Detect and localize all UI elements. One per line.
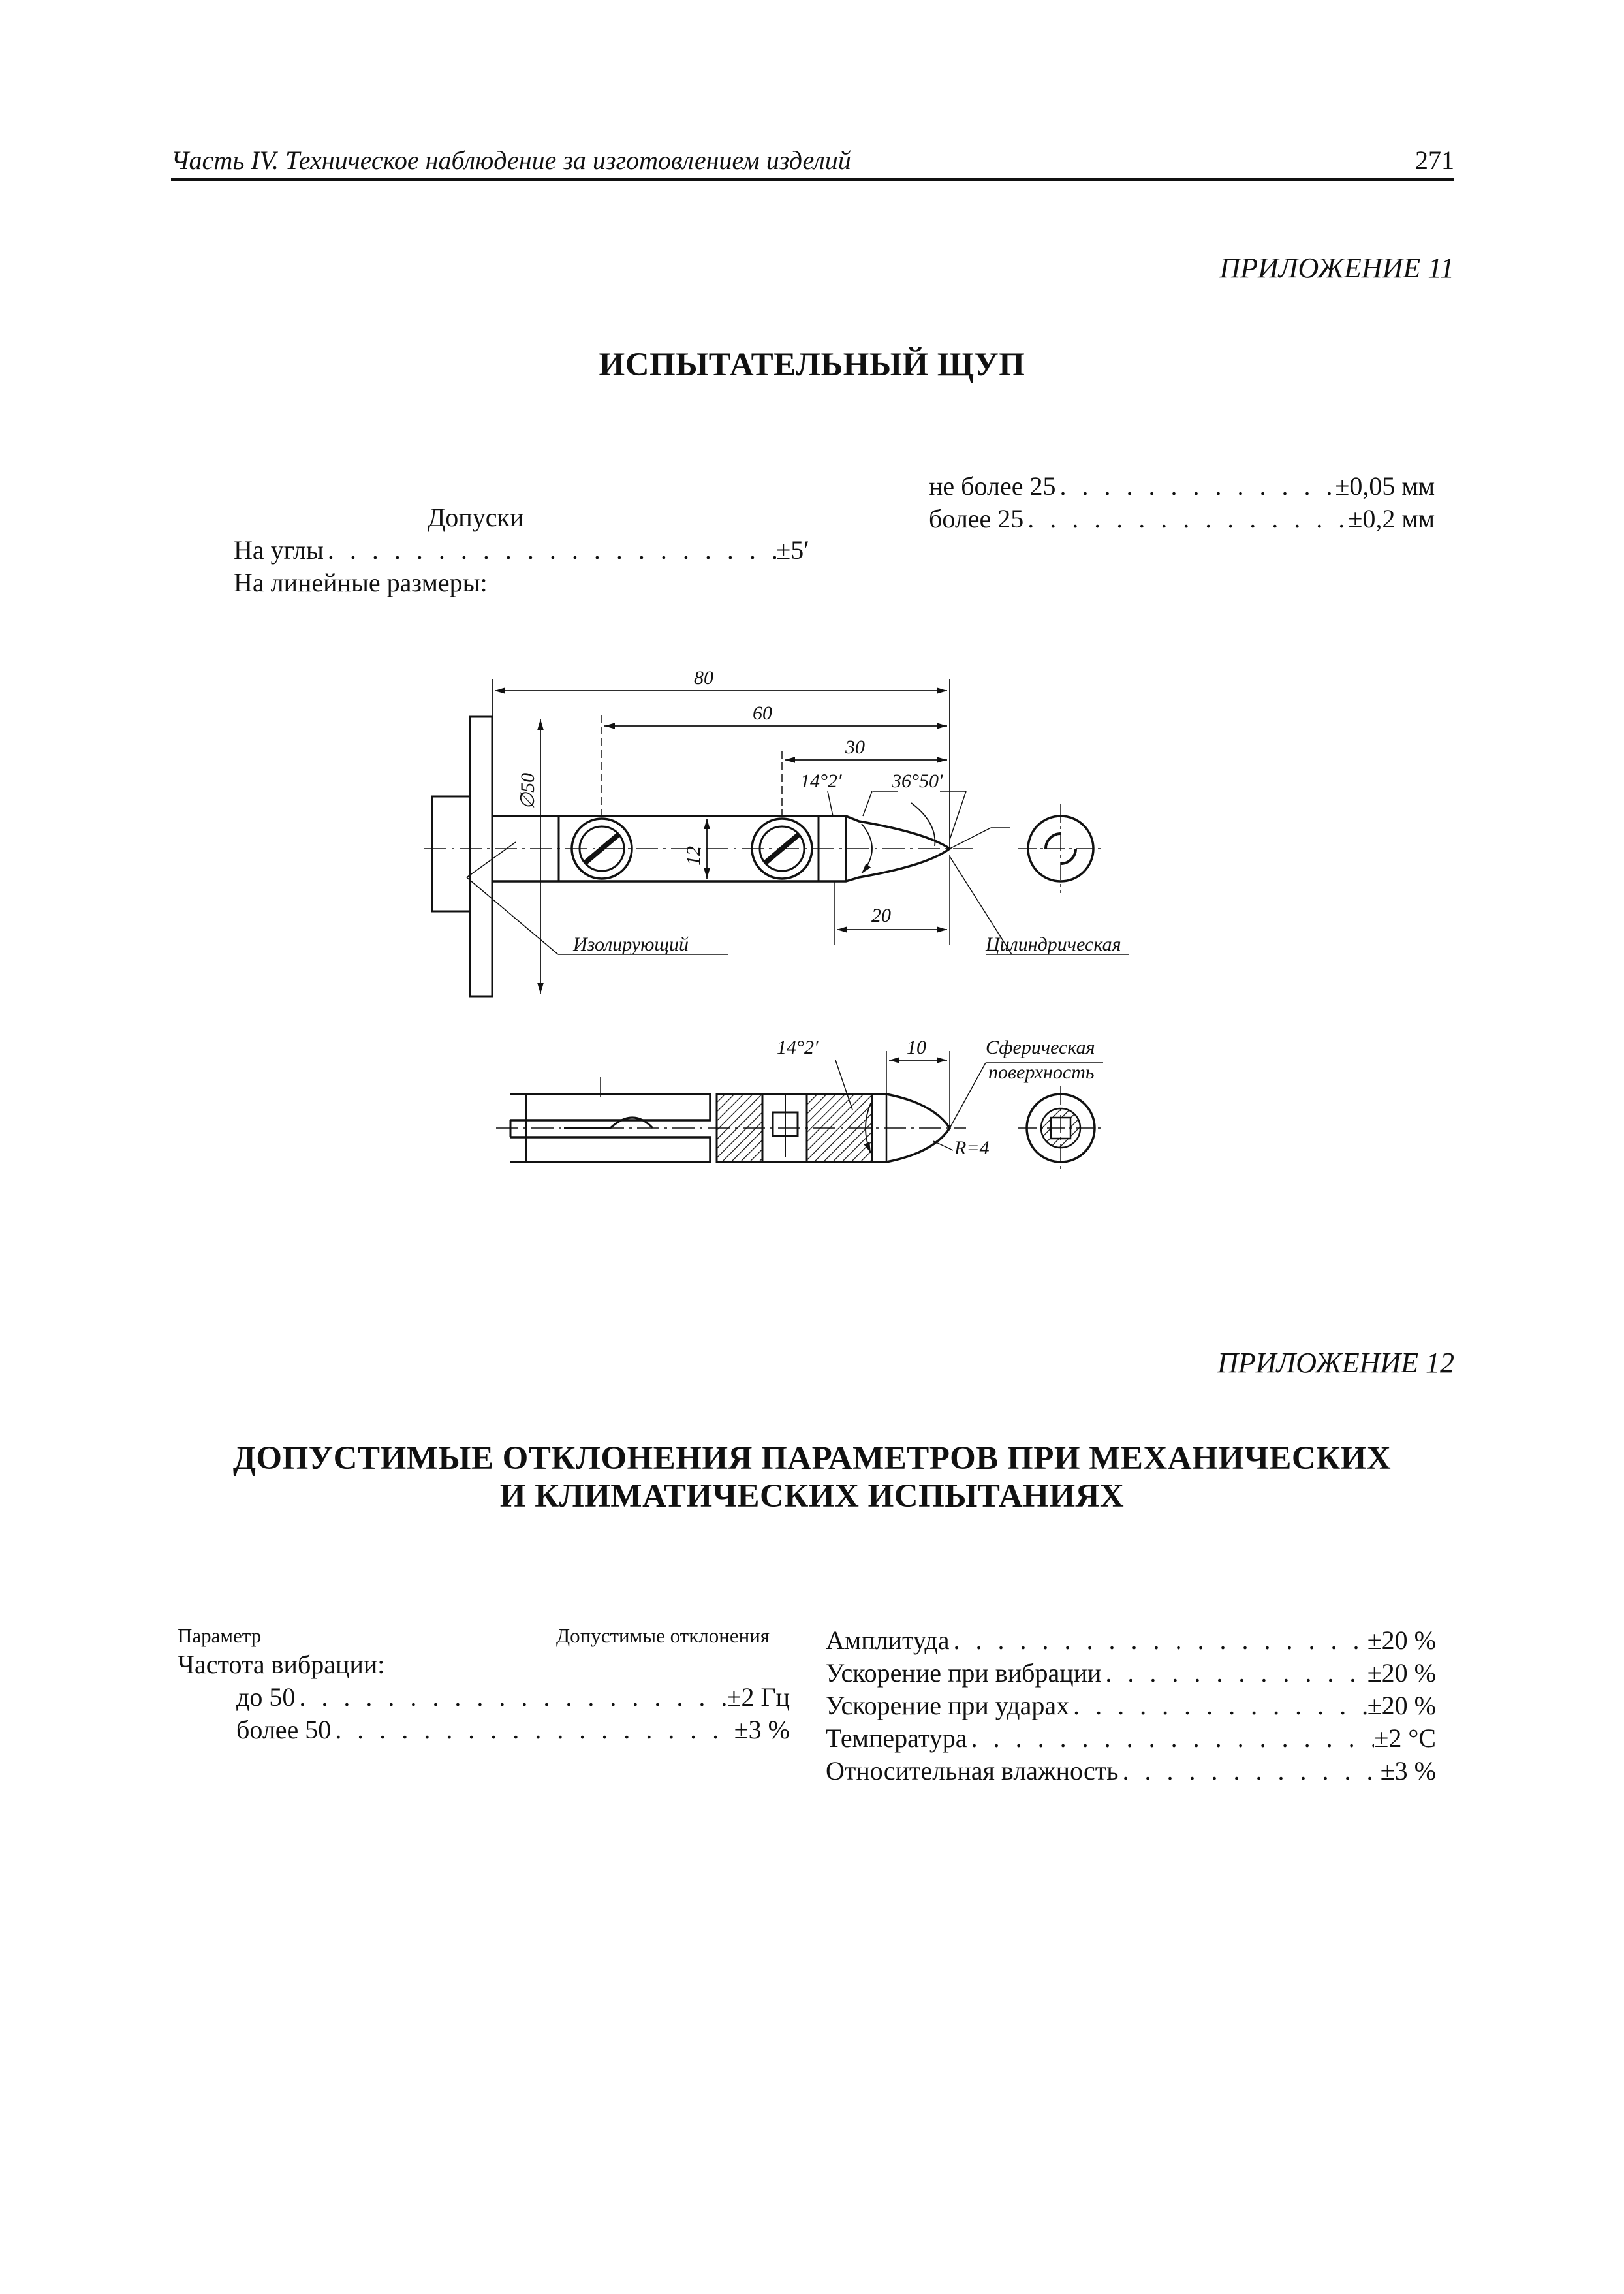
deviation-label: до 50	[236, 1682, 296, 1712]
deviation-value: ±2 Гц	[726, 1682, 790, 1712]
deviation-value: ±20 %	[1367, 1691, 1436, 1720]
linear-tolerance-value-2: ±0,2 мм	[1348, 504, 1435, 533]
leader-dots: . . . . . . . . . . . . . . . . . . . . …	[1122, 1756, 1381, 1785]
running-title: Часть IV. Техническое наблюдение за изго…	[171, 146, 851, 175]
column-header-deviation: Допустимые отклонения	[556, 1624, 770, 1647]
dim-60: 60	[753, 702, 772, 724]
label-cylindrical: Цилиндрическая	[985, 934, 1121, 955]
angle-tolerance-value: ±5′	[776, 535, 809, 565]
dim-80: 80	[694, 667, 713, 689]
angle-tolerance-row: На углы . . . . . . . . . . . . . . . . …	[234, 534, 809, 567]
appendix-12-title-line1: ДОПУСТИМЫЕ ОТКЛОНЕНИЯ ПАРАМЕТРОВ ПРИ МЕХ…	[232, 1440, 1392, 1477]
deviation-label: Ускорение при ударах	[826, 1691, 1070, 1720]
deviation-value: ±2 °С	[1374, 1723, 1436, 1753]
left-deviation-row: до 50 . . . . . . . . . . . . . . . . . …	[236, 1681, 790, 1714]
label-insulating: Изолирующий	[572, 934, 689, 955]
linear-tolerance-row: не более 25 . . . . . . . . . . . . . . …	[929, 470, 1435, 503]
probe-flange	[469, 715, 493, 998]
vibration-frequency-label: Частота вибрации:	[178, 1650, 385, 1679]
deviation-label: Температура	[826, 1723, 967, 1753]
label-spherical-2: поверхность	[988, 1061, 1095, 1083]
label-spherical-1: Сферическая	[986, 1037, 1095, 1058]
leader-dots: . . . . . . . . . . . . . . . . . . . . …	[335, 1715, 734, 1744]
deviation-label: Амплитуда	[826, 1626, 950, 1655]
linear-tolerance-label: На линейные размеры:	[234, 568, 488, 597]
deviation-value: ±3 %	[734, 1715, 790, 1744]
tolerances-heading: Допуски	[428, 503, 524, 532]
left-deviation-row: более 50 . . . . . . . . . . . . . . . .…	[236, 1714, 790, 1746]
dim-diameter-50: ∅50	[517, 773, 539, 809]
leader-dots: . . . . . . . . . . . . . . . . . . . . …	[971, 1723, 1375, 1753]
header-rule	[171, 178, 1454, 181]
appendix-11-title: ИСПЫТАТЕЛЬНЫЙ ЩУП	[599, 347, 1025, 383]
leader-dots: . . . . . . . . . . . . . . . . . . . . …	[1059, 471, 1335, 501]
deviation-value: ±3 %	[1380, 1756, 1436, 1785]
leader-dots: . . . . . . . . . . . . . . . . . . . . …	[327, 535, 776, 565]
deviation-value: ±20 %	[1367, 1658, 1436, 1688]
appendix-12-label: ПРИЛОЖЕНИЕ 12	[1217, 1347, 1454, 1379]
deviation-value: ±20 %	[1367, 1626, 1436, 1655]
dim-20: 20	[871, 905, 891, 926]
dim-12: 12	[683, 846, 704, 866]
angle-36-50: 36°50′	[891, 770, 943, 792]
deviation-label: более 50	[236, 1715, 332, 1744]
right-deviation-row: Амплитуда . . . . . . . . . . . . . . . …	[826, 1624, 1436, 1657]
angle-14-2: 14°2′	[800, 770, 842, 792]
leader-dots: . . . . . . . . . . . . . . . . . . . . …	[953, 1626, 1367, 1655]
right-deviation-row: Ускорение при ударах . . . . . . . . . .…	[826, 1689, 1436, 1722]
leader-dots: . . . . . . . . . . . . . . . . . . . . …	[299, 1682, 726, 1712]
deviation-label: Ускорение при вибрации	[826, 1658, 1102, 1688]
deviation-label: Относительная влажность	[826, 1756, 1119, 1785]
leader-dots: . . . . . . . . . . . . . . . . . . . . …	[1027, 504, 1348, 533]
dim-10: 10	[907, 1037, 926, 1058]
column-header-parameter: Параметр	[178, 1624, 262, 1647]
dim-30: 30	[845, 736, 865, 758]
probe-handle	[431, 795, 471, 913]
right-deviation-row: Температура . . . . . . . . . . . . . . …	[826, 1722, 1436, 1755]
right-deviation-row: Ускорение при вибрации . . . . . . . . .…	[826, 1657, 1436, 1689]
linear-tolerance-label-2: более 25	[929, 504, 1024, 533]
linear-tolerance-value-1: ±0,05 мм	[1335, 471, 1435, 501]
appendix-11-label: ПРИЛОЖЕНИЕ 11	[1219, 252, 1454, 284]
right-deviation-row: Относительная влажность . . . . . . . . …	[826, 1755, 1436, 1787]
page-number: 271	[1415, 146, 1454, 175]
probe-section-view	[510, 1093, 711, 1122]
angle-14-2-lower: 14°2′	[777, 1037, 819, 1058]
leader-dots: . . . . . . . . . . . . . . . . . . . . …	[1073, 1691, 1367, 1720]
label-radius: R=4	[954, 1137, 990, 1159]
linear-tolerance-label-1: не более 25	[929, 471, 1056, 501]
appendix-12-title-line2: И КЛИМАТИЧЕСКИХ ИСПЫТАНИЯХ	[499, 1478, 1125, 1515]
linear-tolerance-row: более 25 . . . . . . . . . . . . . . . .…	[929, 503, 1435, 535]
leader-dots: . . . . . . . . . . . . . . . . . . . . …	[1105, 1658, 1367, 1688]
angle-tolerance-label: На углы	[234, 535, 324, 565]
